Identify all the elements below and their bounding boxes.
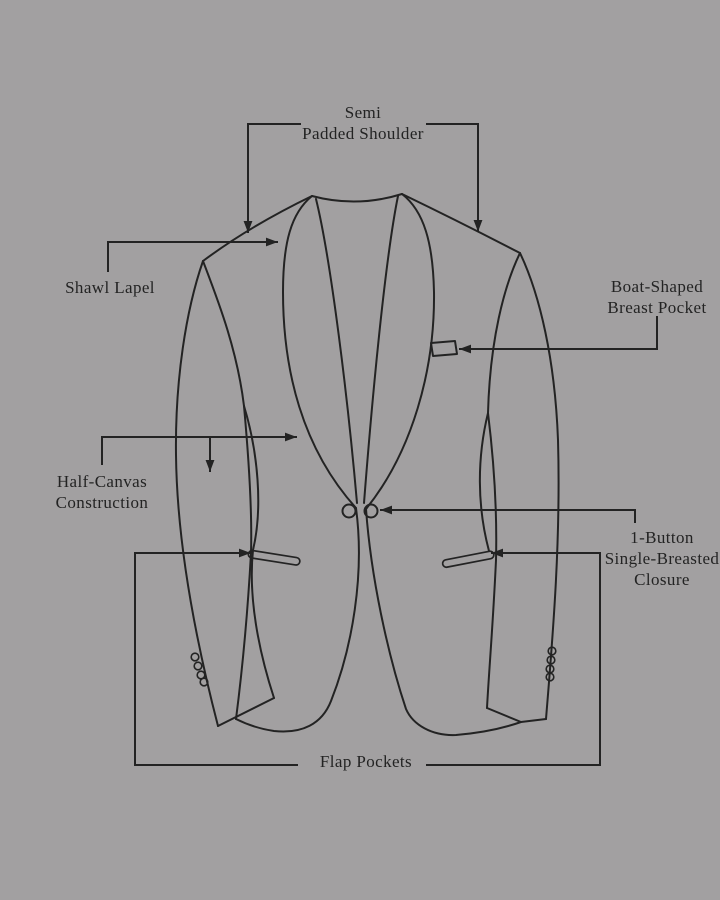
label-line: Boat-Shaped [610, 277, 704, 296]
label-line: Construction [55, 493, 149, 512]
label-half-canvas-construction: Half-Canvas Construction [32, 471, 172, 513]
label-flap-pockets: Flap Pockets [291, 751, 441, 772]
jacket-collar [202, 193, 521, 262]
sleeve-buttons-left [190, 652, 209, 687]
shawl-lapel-callout-arrow [107, 237, 278, 272]
jacket-right-sleeve [478, 252, 560, 723]
label-line: Padded Shoulder [302, 124, 424, 143]
front-buttons [341, 503, 379, 519]
label-one-button-closure: 1-Button Single-Breasted Closure [592, 527, 720, 590]
label-line: Single-Breasted [604, 549, 720, 568]
flap-pocket-right [441, 550, 495, 569]
label-line: Shawl Lapel [65, 278, 155, 297]
shoulder-callout-arrow-right [426, 123, 483, 232]
label-line: Half-Canvas [56, 472, 148, 491]
flap-pocket-left [247, 549, 301, 566]
flap-pockets-bracket-right [426, 548, 601, 766]
breast-pocket-callout-arrow [459, 316, 658, 354]
label-line: Breast Pocket [607, 298, 707, 317]
jacket-shawl-lapels [282, 193, 436, 510]
label-semi-padded-shoulder: Semi Padded Shoulder [258, 102, 468, 144]
closure-callout-arrow [380, 505, 636, 523]
label-line: Flap Pockets [319, 752, 413, 771]
breast-pocket [430, 340, 458, 357]
shoulder-callout-arrow-left [243, 123, 301, 233]
flap-pockets-bracket-left [134, 548, 298, 766]
label-boat-shaped-breast-pocket: Boat-Shaped Breast Pocket [587, 276, 720, 318]
label-line: Semi [344, 103, 382, 122]
label-line: 1-Button [630, 528, 694, 547]
label-line: Closure [634, 570, 690, 589]
label-shawl-lapel: Shawl Lapel [55, 277, 165, 298]
jacket-left-sleeve [174, 260, 275, 727]
jacket-front-panels [235, 507, 522, 737]
sleeve-buttons-right [545, 646, 557, 682]
half-canvas-callout-arrow [101, 432, 297, 465]
